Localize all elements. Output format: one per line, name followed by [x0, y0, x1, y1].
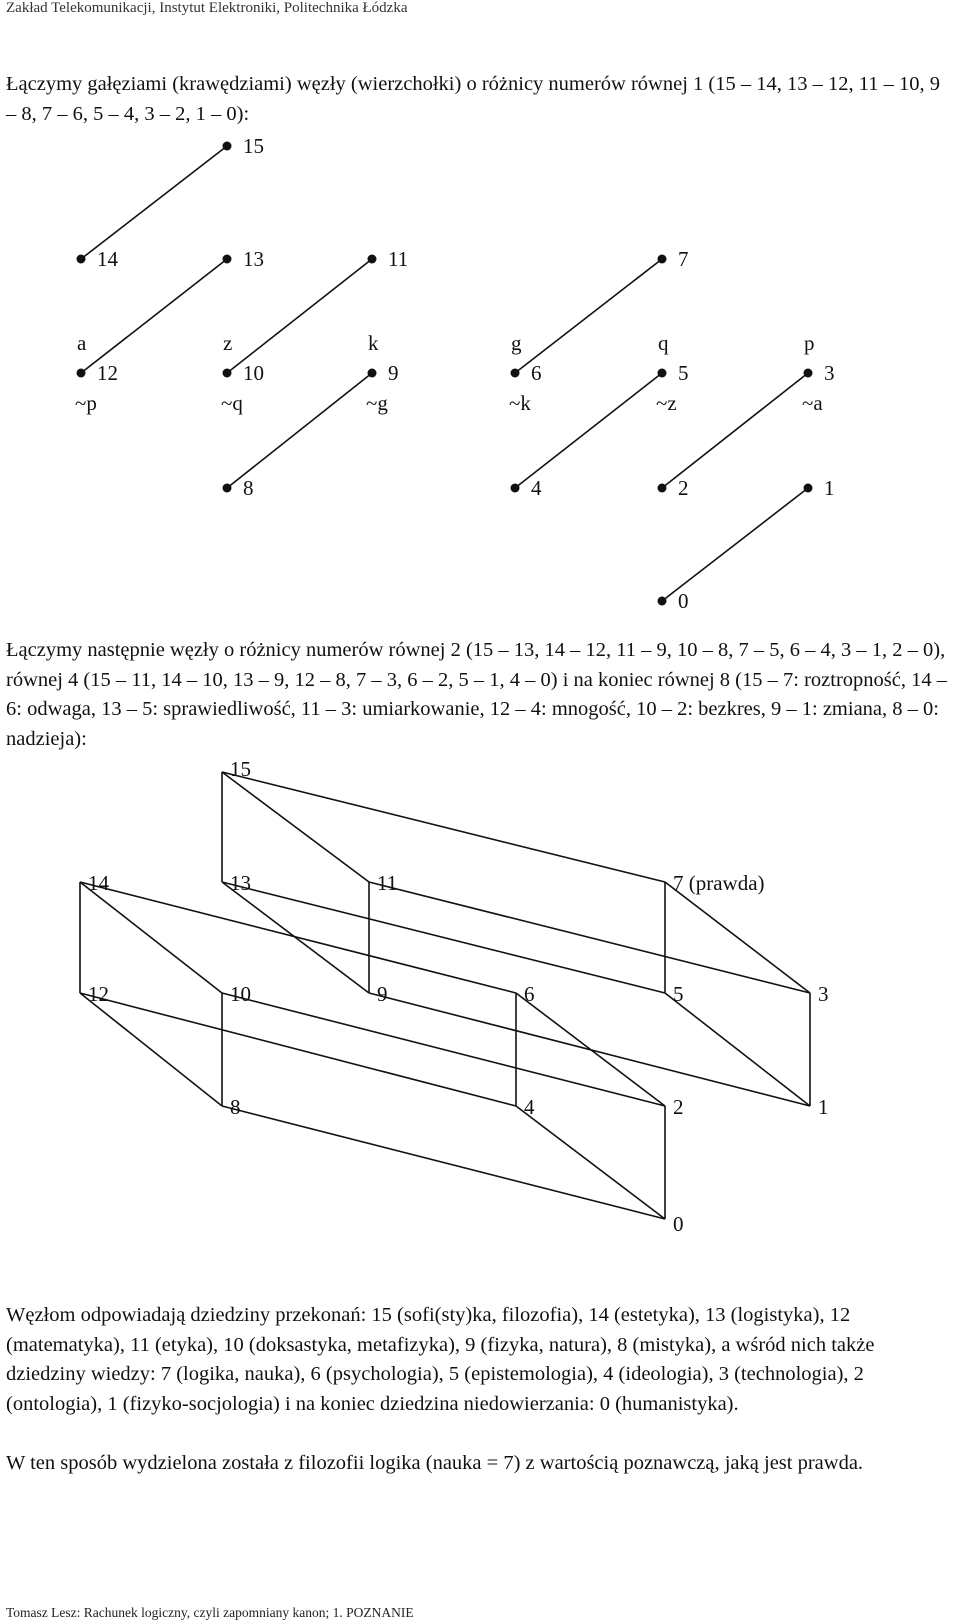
edge-8-0	[221, 1105, 666, 1220]
node-label-1: 1	[824, 476, 835, 500]
literal-above-12: a	[77, 331, 87, 355]
edge-10-2	[221, 992, 666, 1107]
node-dot-15	[222, 141, 232, 151]
node-label-8: 8	[243, 476, 254, 500]
node-label-11: 11	[377, 871, 397, 895]
node-label-14: 14	[97, 247, 119, 271]
node-dot-2	[657, 483, 667, 493]
edge-4-0	[515, 1105, 666, 1220]
literal-above-6: g	[511, 331, 522, 355]
page-header: Zakład Telekomunikacji, Instytut Elektro…	[6, 0, 408, 16]
edge-14-10	[79, 881, 223, 994]
edge-15-7	[221, 771, 666, 883]
edge-14-6	[79, 881, 517, 994]
edge-7-3	[664, 881, 811, 994]
literal-below-3: ~a	[802, 391, 823, 415]
node-label-6: 6	[531, 361, 542, 385]
node-label-14: 14	[88, 871, 110, 895]
node-dot-8	[222, 483, 232, 493]
node-dot-1	[803, 483, 813, 493]
node-label-5: 5	[673, 982, 684, 1006]
node-label-0: 0	[678, 589, 689, 613]
node-label-5: 5	[678, 361, 689, 385]
node-label-7: 7	[678, 247, 689, 271]
literal-below-12: ~p	[75, 391, 97, 415]
node-label-4: 4	[524, 1095, 535, 1119]
edge-12-8	[79, 992, 223, 1107]
literal-above-3: p	[804, 331, 815, 355]
node-label-10: 10	[243, 361, 264, 385]
node-dot-14	[76, 254, 86, 264]
node-dot-11	[367, 254, 377, 264]
node-dot-0	[657, 596, 667, 606]
literal-below-5: ~z	[656, 391, 677, 415]
node-label-0: 0	[673, 1212, 684, 1236]
node-label-8: 8	[230, 1095, 241, 1119]
node-label-15: 15	[243, 134, 264, 158]
edge-5-1	[664, 992, 811, 1107]
node-dot-3	[803, 368, 813, 378]
edge-9-1	[368, 992, 811, 1107]
node-label-1: 1	[818, 1095, 829, 1119]
edge-9-8	[226, 372, 373, 489]
node-label-13: 13	[243, 247, 264, 271]
node-label-6: 6	[524, 982, 535, 1006]
paragraph-conclusion: W ten sposób wydzielona została z filozo…	[6, 1452, 864, 1474]
node-dot-10	[222, 368, 232, 378]
edge-3-2	[661, 372, 809, 489]
node-label-3: 3	[818, 982, 829, 1006]
node-dot-7	[657, 254, 667, 264]
literal-above-5: q	[658, 331, 669, 355]
node-label-15: 15	[230, 757, 251, 781]
node-label-12: 12	[88, 982, 109, 1006]
node-label-10: 10	[230, 982, 251, 1006]
paragraph-intro: Łączymy gałęziami (krawędziami) węzły (w…	[6, 73, 940, 125]
node-label-2: 2	[678, 476, 689, 500]
edge-12-4	[79, 992, 517, 1107]
literal-below-10: ~q	[221, 391, 243, 415]
edge-15-14	[80, 145, 228, 260]
paragraph-further-connections: Łączymy następnie węzły o różnicy numeró…	[6, 639, 947, 750]
edge-1-0	[661, 487, 809, 602]
node-label-13: 13	[230, 871, 251, 895]
node-label-7: 7 (prawda)	[673, 871, 765, 895]
edge-13-5	[221, 881, 666, 994]
literal-above-9: k	[368, 331, 379, 355]
node-dot-5	[657, 368, 667, 378]
node-dot-4	[510, 483, 520, 493]
edge-11-10	[226, 258, 373, 374]
node-label-9: 9	[388, 361, 399, 385]
node-label-3: 3	[824, 361, 835, 385]
edge-7-6	[514, 258, 663, 374]
edge-5-4	[514, 372, 663, 489]
node-label-4: 4	[531, 476, 542, 500]
literal-above-10: z	[223, 331, 232, 355]
edge-15-11	[221, 771, 370, 883]
node-label-11: 11	[388, 247, 408, 271]
node-dot-13	[222, 254, 232, 264]
edge-13-12	[80, 258, 228, 374]
node-dot-12	[76, 368, 86, 378]
node-label-12: 12	[97, 361, 118, 385]
edge-11-3	[368, 881, 811, 994]
literal-below-9: ~g	[366, 391, 388, 415]
node-dot-9	[367, 368, 377, 378]
paragraph-domains: Węzłom odpowiadają dziedziny przekonań: …	[6, 1304, 875, 1415]
page-footer: Tomasz Lesz: Rachunek logiczny, czyli za…	[6, 1605, 414, 1620]
node-label-2: 2	[673, 1095, 684, 1119]
node-dot-6	[510, 368, 520, 378]
node-label-9: 9	[377, 982, 388, 1006]
literal-below-6: ~k	[509, 391, 531, 415]
